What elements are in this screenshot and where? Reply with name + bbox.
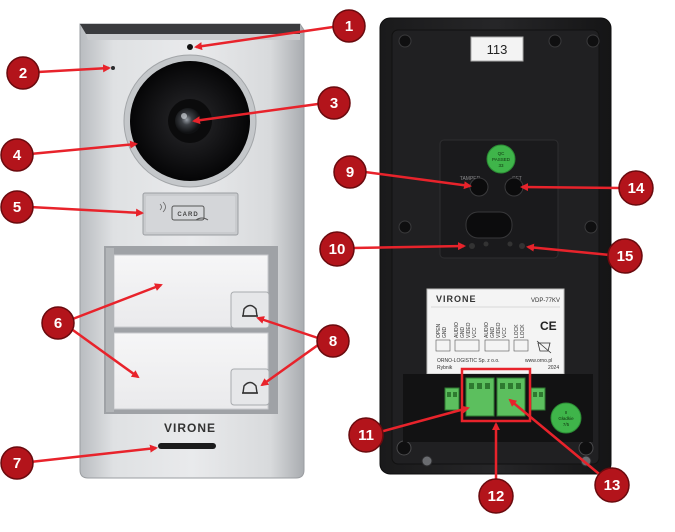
svg-text:PASSED: PASSED: [492, 157, 511, 162]
callout-4: 4: [0, 138, 34, 172]
svg-text:AUDIO: AUDIO: [484, 322, 490, 338]
sticker-number: 113: [487, 42, 508, 57]
callout-10: 10: [319, 231, 355, 267]
callout-2: 2: [6, 56, 40, 90]
website-text: www.orno.pl: [525, 358, 552, 364]
svg-text:Gładkie: Gładkie: [558, 416, 574, 421]
svg-text:4: 4: [13, 147, 22, 164]
microphone-hole: [111, 66, 115, 70]
card-reader-label: CARD: [177, 212, 198, 218]
terminal-block-right: [530, 387, 546, 411]
svg-text:AUDIO: AUDIO: [454, 322, 460, 338]
svg-text:9: 9: [346, 164, 354, 181]
svg-text:14: 14: [628, 180, 645, 197]
tamper-label: TAMPER: [460, 176, 481, 182]
svg-text:33: 33: [498, 163, 504, 168]
svg-text:8: 8: [329, 333, 337, 350]
green-sticker: II Gładkie 7/5: [550, 402, 582, 434]
label-model: VDP-77KV: [531, 298, 560, 304]
callout-8: 8: [316, 324, 350, 358]
svg-text:GND: GND: [442, 327, 448, 339]
callout-1: 1: [332, 9, 366, 43]
svg-text:10: 10: [329, 241, 346, 258]
front-panel: CARD VIRONE: [79, 23, 305, 479]
bell-icon: [242, 381, 258, 394]
speaker-grille: [158, 443, 216, 449]
weee-bin-icon: [537, 342, 551, 352]
manufacturer-text: ORNO-LOGISTIC Sp. z o.o.: [437, 358, 500, 364]
tamper-button: [469, 177, 489, 197]
callout-6: 6: [41, 306, 75, 340]
svg-text:1: 1: [345, 18, 353, 35]
card-reader: CARD: [142, 192, 239, 236]
year-text: 2024: [548, 365, 559, 371]
svg-text:11: 11: [358, 427, 374, 444]
call-button-2: [230, 368, 270, 406]
svg-text:GND: GND: [460, 327, 466, 339]
svg-text:LOCK: LOCK: [520, 324, 526, 338]
terminal-block-left: [444, 387, 460, 411]
svg-text:LOCK: LOCK: [514, 324, 520, 338]
svg-text:QC: QC: [498, 151, 506, 156]
camera-assembly: [123, 44, 257, 188]
callout-14: 14: [618, 170, 654, 206]
callout-arrows: [29, 25, 621, 480]
terminal-highlight-box: [460, 367, 532, 423]
callout-12: 12: [478, 478, 514, 514]
callout-9: 9: [333, 155, 367, 189]
callout-3: 3: [317, 86, 351, 120]
svg-text:OPEN: OPEN: [436, 323, 442, 338]
call-button-1: [230, 291, 270, 329]
city-text: Rybnik: [437, 365, 453, 371]
qc-sticker: QC PASSED 33: [486, 144, 516, 174]
wifi-icon: [159, 201, 166, 213]
svg-text:7: 7: [13, 455, 21, 472]
ce-mark: CE: [540, 319, 557, 333]
svg-text:12: 12: [488, 488, 505, 505]
svg-text:5: 5: [13, 199, 21, 216]
terminal-block-power: [465, 377, 495, 417]
callout-15: 15: [607, 238, 643, 274]
light-sensor: [187, 44, 193, 50]
back-panel: 113 QC PASSED 33 TAMPER SET VIRONE VDP-7…: [379, 17, 612, 475]
svg-text:13: 13: [604, 477, 621, 494]
label-brand: VIRONE: [436, 294, 477, 304]
svg-text:VIDEO: VIDEO: [466, 322, 472, 338]
number-sticker: 113: [470, 36, 524, 62]
bell-icon: [242, 304, 258, 317]
callout-5: 5: [0, 190, 34, 224]
svg-text:VCC: VCC: [502, 327, 508, 338]
svg-text:6: 6: [54, 315, 62, 332]
svg-text:2: 2: [19, 65, 27, 82]
svg-text:3: 3: [330, 95, 338, 112]
callout-badges: 1 2 3 4 5 6 7 8 9 10 11 12 13 14 15: [0, 9, 654, 514]
svg-text:7/5: 7/5: [563, 422, 570, 427]
svg-text:GND: GND: [490, 327, 496, 339]
adjustment-hole: [507, 241, 513, 247]
rating-label: VIRONE VDP-77KV OPEN GND AUDIO GND VIDEO…: [426, 288, 565, 375]
callout-7: 7: [0, 446, 34, 480]
front-brand-logo: VIRONE: [164, 421, 216, 435]
cable-port: [465, 211, 513, 239]
svg-text:II: II: [565, 410, 568, 415]
hand-icon: [195, 217, 209, 221]
mounting-screws: [396, 34, 600, 467]
svg-text:VCC: VCC: [472, 327, 478, 338]
callout-13: 13: [594, 467, 630, 503]
svg-text:VIDEO: VIDEO: [496, 322, 502, 338]
svg-text:15: 15: [617, 248, 634, 265]
set-button: [504, 177, 524, 197]
callout-11: 11: [348, 417, 384, 453]
led-indicator: [469, 243, 475, 249]
card-icon: [171, 205, 205, 221]
